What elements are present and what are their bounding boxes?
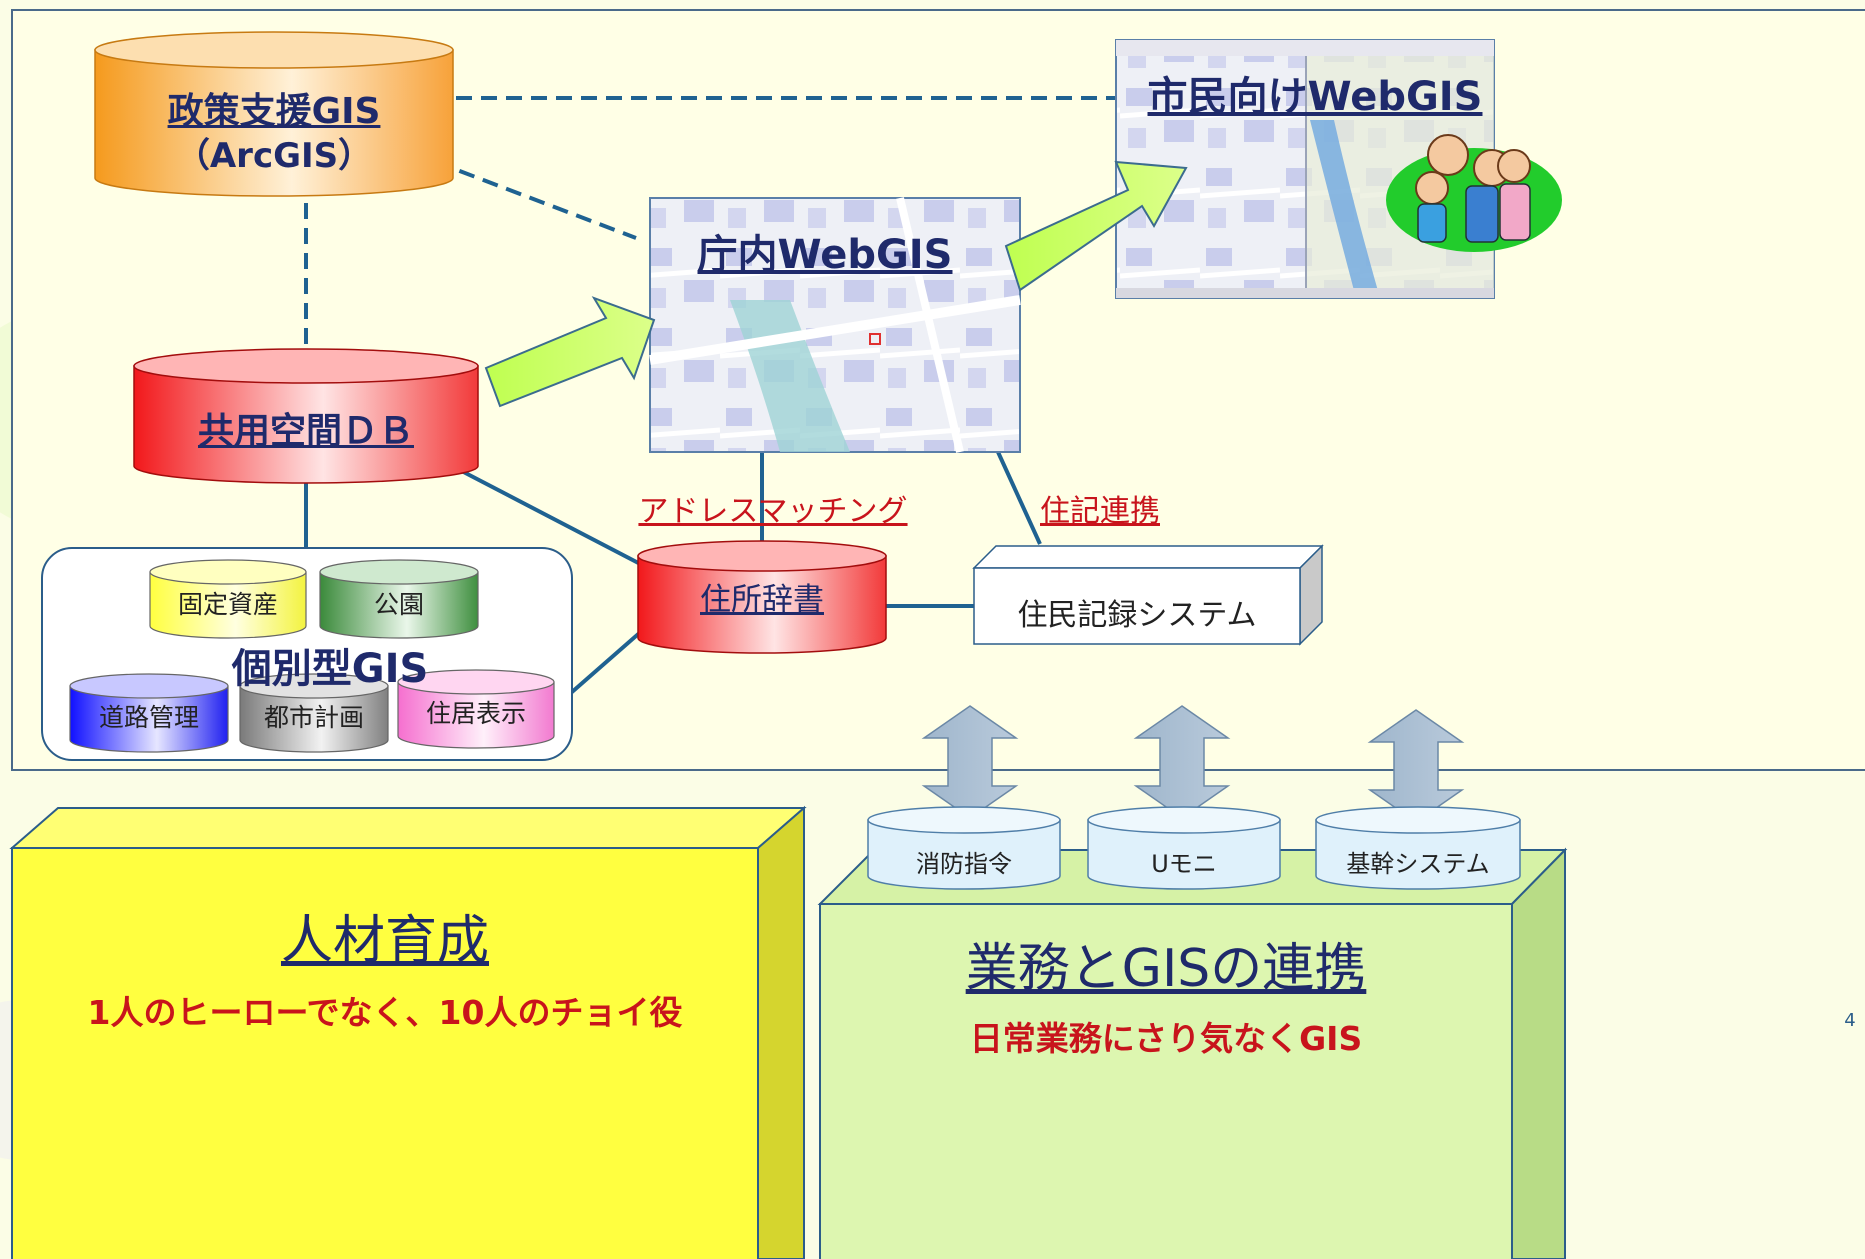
cylinder-residence-display bbox=[397, 669, 555, 749]
fixed-assets-label: 固定資産 bbox=[177, 590, 278, 619]
umoni-label: Uモニ bbox=[1151, 850, 1217, 878]
internal-webgis-label: 庁内WebGIS bbox=[697, 232, 953, 278]
hr-development-box bbox=[9, 805, 807, 1259]
core-system-label: 基幹システム bbox=[1346, 850, 1490, 878]
business-gis-title: 業務とGISの連携 bbox=[965, 939, 1367, 999]
resident-system-box bbox=[972, 544, 1324, 646]
citizen-webgis-label: 市民向けWebGIS bbox=[1147, 74, 1483, 120]
arrow-internal-to-citizen bbox=[1004, 160, 1188, 292]
policy-gis-sublabel: （ArcGIS） bbox=[175, 136, 373, 176]
cylinder-park bbox=[319, 559, 479, 639]
address-dict-label: 住所辞書 bbox=[700, 582, 824, 618]
cylinder-fire-command bbox=[867, 806, 1061, 890]
cylinder-fixed-assets bbox=[149, 559, 307, 639]
address-matching-label: アドレスマッチング bbox=[638, 494, 908, 529]
individual-gis-title: 個別型GIS bbox=[231, 646, 429, 692]
cylinder-urban-planning bbox=[239, 673, 389, 753]
link-internal-to-resident bbox=[996, 451, 1042, 545]
shared-db-label: 共用空間ＤＢ bbox=[197, 411, 414, 452]
cylinder-umoni bbox=[1087, 806, 1281, 890]
double-arrows bbox=[921, 705, 1465, 823]
resident-system-label: 住民記録システム bbox=[1017, 598, 1257, 633]
urban-planning-label: 都市計画 bbox=[263, 703, 364, 732]
road-management-label: 道路管理 bbox=[98, 703, 199, 732]
page-number: 4 bbox=[1844, 1010, 1856, 1031]
business-gis-box bbox=[817, 847, 1568, 1259]
residence-display-label: 住居表示 bbox=[425, 699, 526, 728]
business-gis-subtitle: 日常業務にさり気なくGIS bbox=[969, 1019, 1363, 1058]
juki-link-label: 住記連携 bbox=[1040, 494, 1160, 529]
connectors bbox=[304, 96, 1116, 708]
shared-db-cylinder bbox=[133, 348, 479, 484]
park-label: 公園 bbox=[373, 590, 424, 619]
dashed-link-policy-to-internal bbox=[435, 160, 637, 240]
hr-development-title: 人材育成 bbox=[280, 911, 489, 971]
family-illustration-icon bbox=[1386, 134, 1562, 252]
arrow-shareddb-to-internal bbox=[484, 296, 656, 408]
cylinder-road-management bbox=[69, 673, 229, 753]
policy-gis-cylinder bbox=[94, 31, 454, 197]
link-shareddb-to-addressdict bbox=[451, 464, 649, 570]
internal-webgis-map bbox=[649, 197, 1021, 453]
address-dict-cylinder bbox=[637, 540, 887, 654]
cylinder-core-system bbox=[1315, 806, 1521, 890]
hr-development-subtitle: 1人のヒーローでなく、10人のチョイ役 bbox=[87, 993, 683, 1032]
fire-command-label: 消防指令 bbox=[916, 850, 1012, 878]
policy-gis-label: 政策支援GIS bbox=[167, 91, 381, 132]
